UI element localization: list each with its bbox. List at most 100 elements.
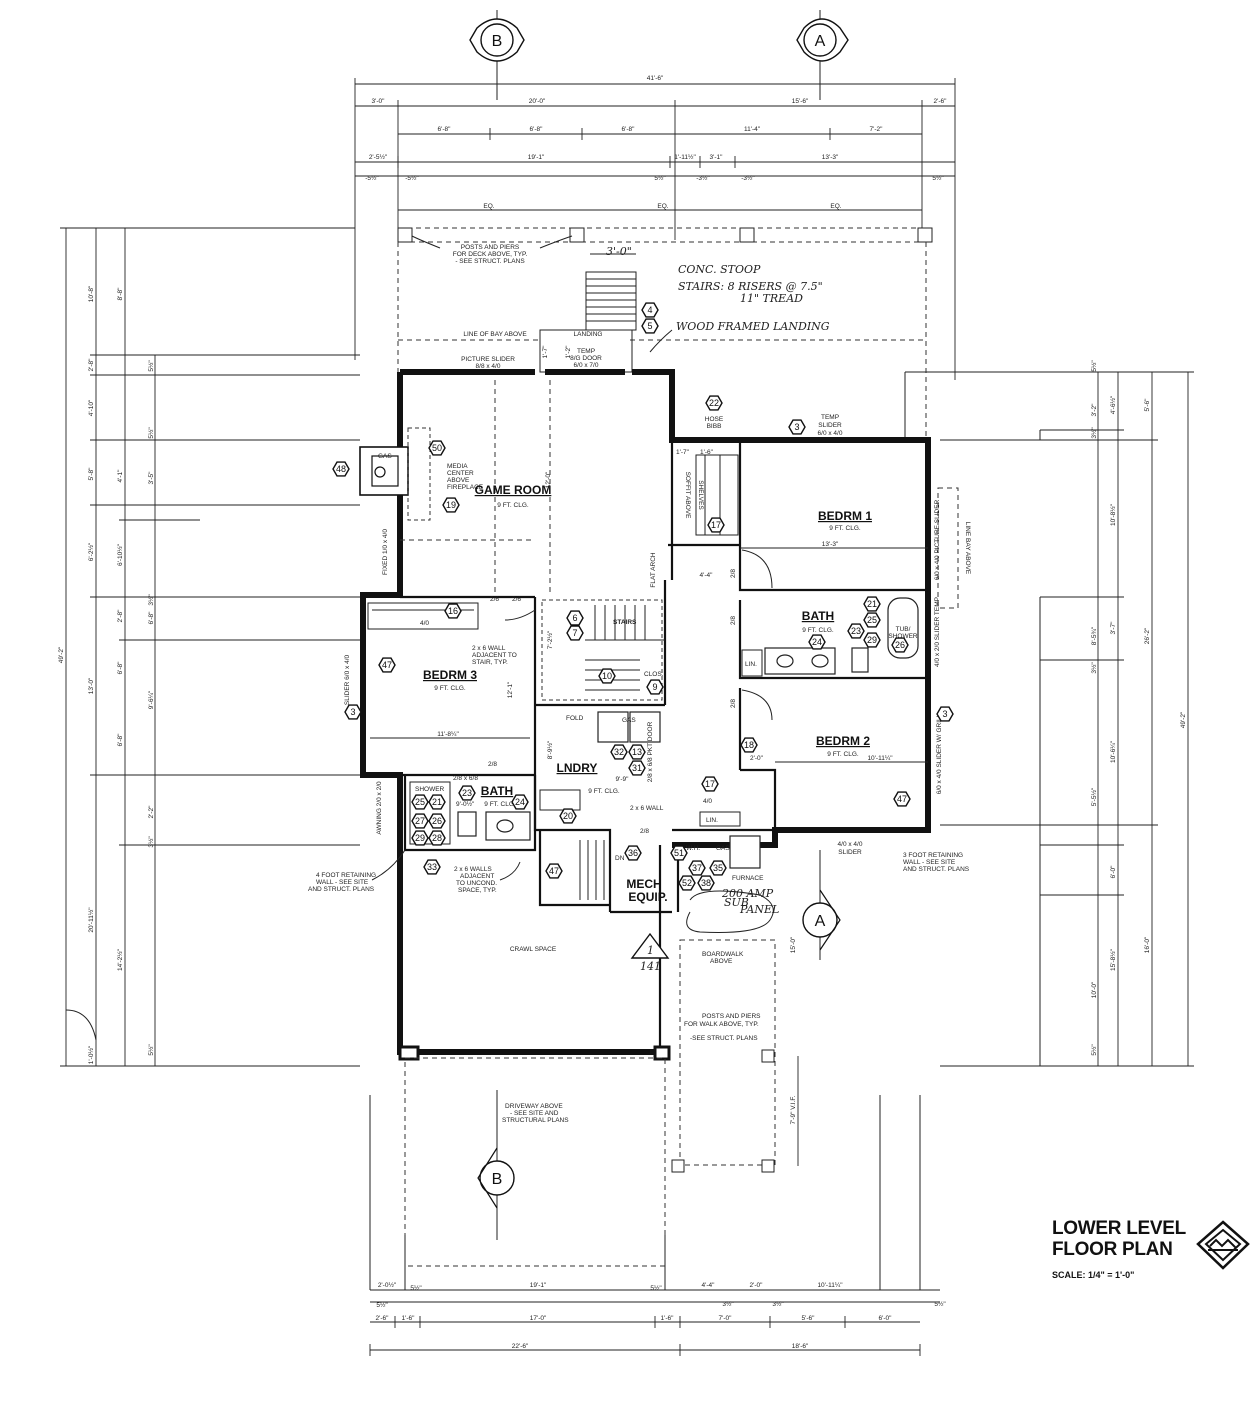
hand-sub-3: PANEL [739,903,779,916]
right-dimensions: 49'-2" 5'-6" 26'-2" 16'-0" 4'-6½" 10'-8½… [904,360,1194,1067]
callout-tag-20: 20 [559,808,577,824]
callout-tag-3: 3 [936,706,954,722]
dim-inner-16: 1'-6" [700,449,714,456]
note-slider-bottom-2: SLIDER [838,849,862,856]
callout-tag-number: 21 [867,599,877,609]
dim-left-3c: 3'-5" [148,471,155,485]
callout-tag-18: 18 [740,737,758,753]
dim-eq-1: EQ. [483,203,494,210]
dim-top-2d: 11'-4" [744,126,761,133]
callout-tag-21: 21 [863,596,881,612]
dim-left-2a: 8'-8" [117,287,124,301]
callout-tag-47: 47 [545,863,563,879]
note-shelves: SHELVES [697,480,704,510]
callout-tag-number: 24 [812,637,822,647]
interior-walls [400,440,928,914]
callout-tag-number: 38 [701,878,711,888]
callout-tag-number: 47 [897,794,907,804]
note-stairwall-2: ADJACENT TO [472,652,517,659]
callout-tag-hexagon [428,440,446,456]
stoop-stairs: 3'-0" LANDING CONC. STOOP STAIRS: 8 RISE… [539,245,830,373]
room-mech-line2: EQUIP. [628,890,667,904]
dim-right-3d: 8'-5¾" [1091,626,1098,645]
callout-tag-number: 10 [602,671,612,681]
callout-tag-7: 7 [566,625,584,641]
dim-walk-15: 15'-0" [790,936,797,953]
callout-tag-number: 48 [336,464,346,474]
deck-outline: POSTS AND PIERS FOR DECK ABOVE, TYP. - S… [397,227,933,440]
section-marker-b-top: B [469,10,525,100]
callout-tag-hexagon [705,395,723,411]
note-boardwalk-2: ABOVE [710,958,733,965]
dim-right-3b: 3'-2" [1091,403,1098,417]
callout-tag-hexagon [628,760,646,776]
dim-top-1b: 20'-0" [529,98,546,105]
callout-tag-hexagon [545,863,563,879]
dim-top-3c: 1'-11½" [674,153,696,161]
dim-top-4e: -3½" [741,174,755,182]
note-line-bay-v: LINE BAY ABOVE [964,522,971,575]
note-gas-mech: GAS [716,845,730,852]
title-line-2: FLOOR PLAN [1052,1239,1173,1260]
dim-top-4d: -3½" [696,174,710,182]
note-picture-slider-1: PICTURE SLIDER [461,356,515,363]
dim-bot-3b: 1'-6" [402,1315,416,1322]
room-lndry-clg: 9 FT. CLG. [588,788,620,795]
callout-tag-23: 23 [458,785,476,801]
dim-top-1a: 3'-0" [372,98,386,105]
callout-tag-hexagon [566,625,584,641]
section-a-label-top: A [815,33,826,50]
dim-inner-40: 4/0 [420,620,429,627]
callout-tag-number: 22 [709,398,719,408]
scale-note: SCALE: 1/4" = 1'-0" [1052,1270,1135,1280]
hand-wood-landing: WOOD FRAMED LANDING [676,320,830,333]
callout-tag-number: 23 [462,788,472,798]
callout-tag-hexagon [707,517,725,533]
note-lin-bath: LIN. [745,661,757,668]
note-tub-1: TUB/ [896,626,911,633]
dim-top-2e: 7'-2" [870,126,884,133]
dim-left-3g: 2'-2" [148,805,155,819]
dim-left-3e: 6'-8" [148,611,155,625]
note-posts-walk-2: FOR WALK ABOVE, TYP. [684,1021,759,1028]
callout-tag-number: 50 [432,443,442,453]
note-retain4-3: AND STRUCT. PLANS [308,886,375,893]
top-dimensions: 41'-6" 3'-0" 20'-0" 15'-6" 2'-6" 6'-8" 6… [354,75,956,380]
note-lin-hall: LIN. [706,817,718,824]
callout-tag-5: 5 [641,318,659,334]
note-retain3-3: AND STRUCT. PLANS [903,866,970,873]
fireplace: GAS [359,427,431,521]
room-bedrm2-dim: 10'-11¼" [867,755,893,762]
dim-top-4b: -5½" [405,174,419,182]
dim-top-4f: 5½" [932,174,944,182]
note-landing: LANDING [574,331,603,338]
note-clos: CLOS. [644,671,664,678]
dim-left-2g: 14'-2½" [116,948,124,971]
dim-eq-3: EQ. [830,203,841,210]
callout-tag-hexagon [863,596,881,612]
stair-treads [585,605,665,691]
note-posts-deck-3: - SEE STRUCT. PLANS [455,258,525,265]
callout-tag-number: 3 [942,709,947,719]
callout-tag-number: 35 [713,863,723,873]
callout-tag-number: 17 [711,520,721,530]
callout-tag-hexagon [847,623,865,639]
dim-inner-26b: 2/6 [512,596,521,603]
callout-tag-22: 22 [705,395,723,411]
room-bedrm1-name: BEDRM 1 [818,509,872,523]
callout-tag-number: 32 [614,747,624,757]
callout-tag-16: 16 [444,603,462,619]
dim-left-2e: 6'-8" [117,661,124,675]
dim-bot-3f: 5'-6" [802,1315,816,1322]
hand-stoop-1: CONC. STOOP [678,263,761,276]
room-bedrm2-name: BEDRM 2 [816,734,870,748]
callout-tag-9: 9 [646,679,664,695]
site-walls [200,374,1041,776]
dim-right-3g: 10'-0" [1091,981,1098,998]
hand-rev-b: 141 [640,960,661,973]
note-stairwall-1: 2 x 6 WALL [472,645,506,652]
callout-tag-hexagon [863,612,881,628]
dim-top-4c: 5½" [654,174,666,182]
